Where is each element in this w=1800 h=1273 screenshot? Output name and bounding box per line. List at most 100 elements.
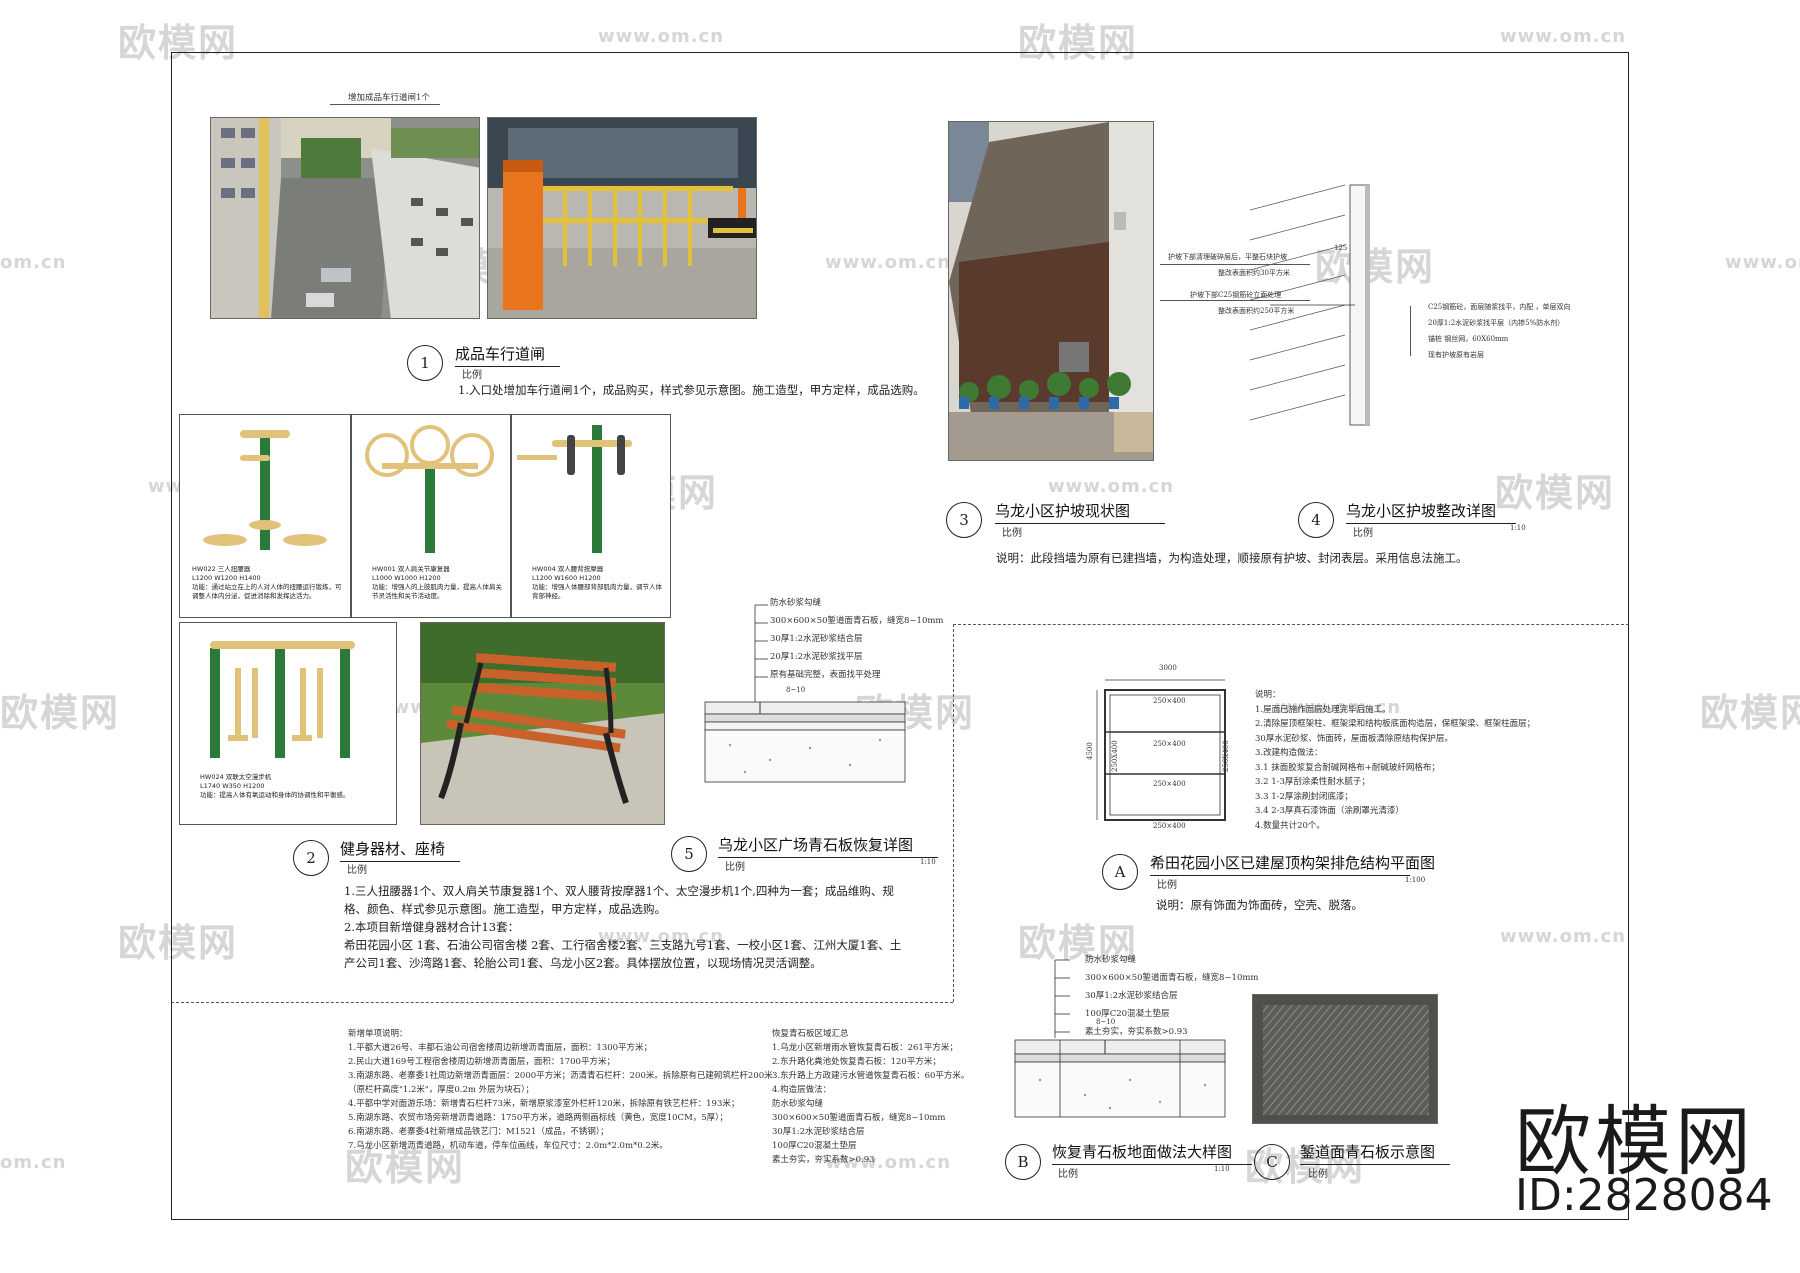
sectionA-dimension-left: 4500 [1086, 742, 1094, 760]
section5-scale-value: 1:10 [920, 858, 936, 866]
watermark-logo: 欧模网 [118, 21, 239, 65]
equipment-card: HW001 双人肩关节康复器 L1000 W1000 H1200 功能：增强人的… [351, 414, 511, 618]
sectionA-description: 说明：原有饰面为饰面砖，空壳、脱落。 [1156, 898, 1363, 912]
note-line: 防水砂浆勾缝 [772, 1099, 824, 1109]
sectionA-scale-value: 1:100 [1405, 876, 1426, 884]
section3-label: 护坡下部C25钢筋砼立面处理 [1190, 291, 1282, 299]
section4-layer: 20厚1:2水泥砂浆找平层（内掺5%防水剂） [1428, 319, 1565, 327]
section2-number: 2 [293, 840, 329, 876]
sectionB-letter: B [1005, 1144, 1041, 1180]
section4-layer: C25钢筋砼，面层随浆找平，内配 ，单层双向 [1428, 303, 1571, 311]
watermark-logo: 欧模网 [1700, 691, 1800, 735]
divider [171, 1002, 953, 1003]
divider [953, 624, 1629, 625]
divider [953, 624, 954, 1002]
equipment-card: HW004 双人腰背按摩器 L1200 W1600 H1200 功能：增强人体腰… [511, 414, 671, 618]
note-line: 7.乌龙小区新增沥青道路，机动车道，停车位画线，车位尺寸：2.0m*2.0m*0… [348, 1141, 668, 1151]
drawing-frame [171, 52, 1629, 1220]
photo-slope-current [948, 121, 1154, 461]
note-line: 6.南湖东路、老寨委4社新增成品铁艺门：M1521（成品，不锈钢）； [348, 1127, 609, 1137]
section4-detail-drawing [1230, 180, 1371, 430]
section1-scale: 比例 [462, 370, 482, 381]
watermark-logo: 欧模网 [1495, 471, 1616, 515]
notes-title: 恢复青石板区域汇总 [772, 1029, 849, 1039]
equipment-card: HW022 三人扭腰器 L1200 W1200 H1400 功能：通过站立在上的… [179, 414, 351, 618]
note-line: 2.清除屋顶框架柱、框架梁和结构板底面构造层，保框架梁、框架柱面层； [1255, 719, 1536, 729]
section2-description: 1.三人扭腰器1个、双人肩关节康复器1个、双人腰背按摩器1个、太空漫步机1个,四… [344, 882, 901, 972]
note-line: 4.平都中学对面游乐场：新增青石栏杆73米，新增原浆漆室外栏杆120米，拆除原有… [348, 1099, 740, 1109]
sectionC-letter: C [1254, 1144, 1290, 1180]
watermark-logo: 欧模网 [1315, 245, 1436, 289]
watermark-url: www.om.cn [1725, 252, 1800, 273]
equipment-code: HW001 双人肩关节康复器 [372, 565, 450, 573]
section1-top-note: 增加成品车行道闸1个 [348, 93, 430, 103]
photo-stone-texture [1252, 994, 1438, 1124]
note-line: 2.东升路化粪池处恢复青石板：120平方米； [772, 1057, 941, 1067]
section5-number: 5 [671, 836, 707, 872]
section5-layer: 防水砂浆勾缝 [770, 598, 822, 608]
note-line: 2.民山大道169号工程宿舍楼周边新增沥青面层，面积：1700平方米； [348, 1057, 615, 1067]
equipment-code: HW022 三人扭腰器 [192, 565, 251, 573]
photo-street-aerial [210, 117, 480, 319]
section4-dimension: 125 [1334, 244, 1348, 252]
watermark-url: om.cn [0, 252, 67, 273]
leader-line [1160, 300, 1310, 301]
note-line: 1.乌龙小区新增雨水管恢复青石板：261平方米； [772, 1043, 958, 1053]
section3-number: 3 [946, 502, 982, 538]
note-line: 3.改建构造做法： [1255, 748, 1323, 758]
desc-line: 1.三人扭腰器1个、双人肩关节康复器1个、双人腰背按摩器1个、太空漫步机1个,四… [344, 884, 894, 898]
leader-line [1160, 264, 1310, 265]
sectionA-dimension-top: 3000 [1159, 664, 1177, 672]
desc-line: 产公司1套、沙湾路1套、轮胎公司1套、乌龙小区2套。具体摆放位置，以现场情况灵活… [344, 956, 822, 970]
note-line: 100厚C20混凝土垫层 [772, 1141, 857, 1151]
watermark-url: www.om.cn [825, 252, 952, 273]
equipment-size: L1000 W1000 H1200 [372, 574, 441, 582]
equipment-code: HW004 双人腰背按摩器 [532, 565, 604, 573]
sectionA-cell-label: 250×400 [1153, 697, 1186, 705]
desc-line: 2.本项目新增健身器材合计13套： [344, 920, 520, 934]
sectionA-notes: 说明： 1.屋面已施作面层处理完毕后施工。 2.清除屋顶框架柱、框架梁和结构板底… [1255, 688, 1535, 833]
watermark-url: om.cn [0, 1152, 67, 1173]
equipment-size: L1200 W1600 H1200 [532, 574, 601, 582]
sectionB-layer: 300×600×50錾道面青石板，缝宽8~10mm [1085, 973, 1259, 983]
section3-description: 说明：此段挡墙为原有已建挡墙，为构造处理，顺接原有护坡、封闭表层。采用信息法施工… [996, 551, 1468, 565]
section4-number: 4 [1298, 502, 1334, 538]
note-line: 30厚1:2水泥砂浆结合层 [772, 1127, 865, 1137]
section3-label: 整改表面积约250平方米 [1218, 307, 1295, 315]
note-line: 3.东升路上方政建污水管道恢复青石板：60平方米。 [772, 1071, 970, 1081]
sectionA-scale: 比例 [1157, 880, 1177, 891]
watermark-logo: 欧模网 [345, 1145, 466, 1189]
section4-layer: 现有护坡原有岩层 [1428, 351, 1484, 359]
sectionA-plan-drawing [1095, 670, 1245, 830]
photo-park-bench [420, 622, 665, 825]
note-line: 3.1 抹面胶浆复合耐碱网格布+耐碱玻纤网格布； [1255, 762, 1440, 773]
sectionC-title: 錾道面青石板示意图 [1300, 1141, 1450, 1165]
notes-new-items: 新增单项说明： 1.平都大道26号、丰都石油公司宿舍楼周边新增沥青面层，面积：1… [348, 1027, 773, 1153]
section1-number: 1 [407, 345, 443, 381]
equipment-note: 功能：提高人体有氧运动和身体的协调性和平衡感。 [200, 791, 350, 799]
section2-title: 健身器材、座椅 [340, 838, 460, 862]
note-line: 3.3 1-2厚涂刷封闭底漆； [1255, 791, 1353, 802]
watermark-url: www.om.cn [1500, 26, 1627, 47]
note-line: 5.南湖东路、农贸市场旁新增沥青道路：1750平方米，道路两侧画标线（黄色，宽度… [348, 1113, 728, 1123]
equipment-note: 功能：增强人体腰部背部肌肉力量，调节人体背部神经。 [532, 583, 662, 600]
notes-stone-summary: 恢复青石板区域汇总 1.乌龙小区新增雨水管恢复青石板：261平方米； 2.东升路… [772, 1027, 969, 1167]
note-line: 30厚水泥砂浆、饰面砖，屋面板清除原结构保护层。 [1255, 733, 1453, 744]
leader-line [330, 104, 440, 105]
equipment-size: L1200 W1200 H1400 [192, 574, 261, 582]
equipment-card: HW024 双联太空漫步机 L1740 W350 H1200 功能：提高人体有氧… [179, 622, 397, 825]
section5-layer: 原有基础完整，表面找平处理 [770, 670, 881, 680]
site-logo: 欧模网 [1515, 1097, 1755, 1186]
note-line: 素土夯实，夯实系数>0.93 [772, 1155, 875, 1165]
watermark-logo: 欧模网 [118, 921, 239, 965]
note-line: 300×600×50錾道面青石板，缝宽8~10mm [772, 1113, 946, 1123]
section3-title: 乌龙小区护坡现状图 [995, 500, 1165, 524]
photo-barrier-gate [487, 117, 757, 319]
watermark-url: www.om.cn [598, 926, 725, 947]
sectionB-title: 恢复青石板地面做法大样图 [1052, 1141, 1252, 1165]
note-line: 1.屋面已施作面层处理完毕后施工。 [1255, 704, 1391, 715]
sectionB-layer: 30厚1:2水泥砂浆结合层 [1085, 991, 1178, 1001]
section3-label: 护坡下部清理破碎层后，平整石块护坡 [1168, 253, 1287, 261]
equipment-note: 功能：通过站立在上的人对人体的扭腰运行锻炼，可调整人体内分泌，促进消除和发挥达活… [192, 583, 342, 600]
notes-title: 新增单项说明： [348, 1029, 408, 1039]
